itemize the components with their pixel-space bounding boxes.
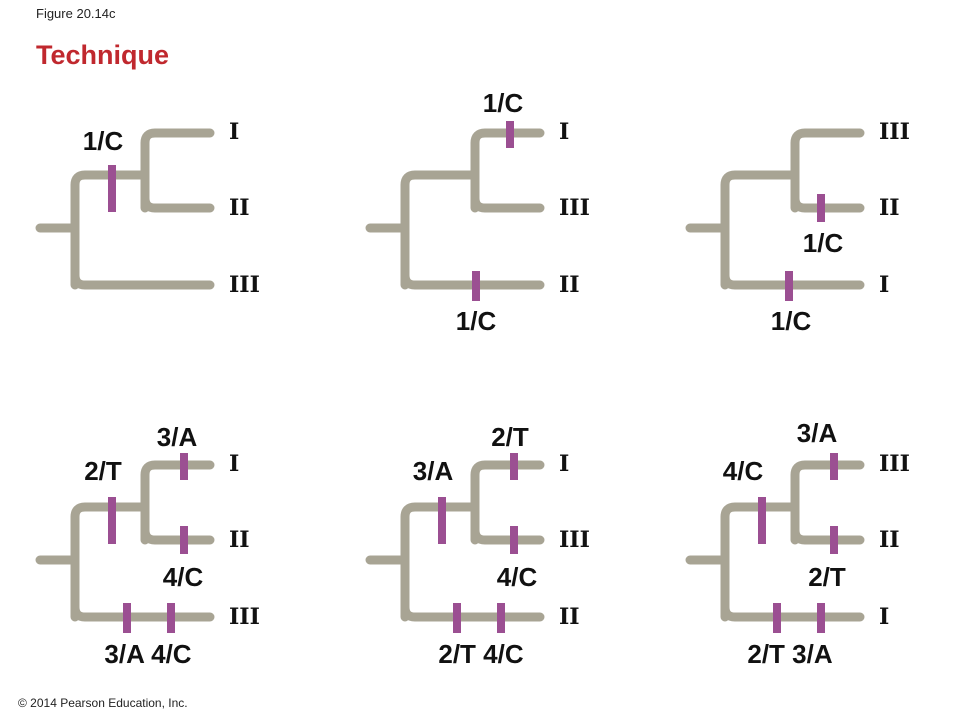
mutation-label: 2/T <box>84 456 122 486</box>
mutation-marker <box>123 603 131 633</box>
tip-label-2: II <box>879 195 900 221</box>
tree-branches <box>685 128 865 290</box>
tree-branches <box>365 128 545 290</box>
mutation-marker <box>497 603 505 633</box>
mutation-marker <box>180 526 188 554</box>
tip-label-2: II <box>879 527 900 553</box>
tip-label-3: I <box>879 604 889 630</box>
mutation-label: 2/T <box>808 562 846 592</box>
mutation-label: 4/C <box>723 456 764 486</box>
figure-label: Figure 20.14c <box>36 6 116 21</box>
mutation-marker <box>785 271 793 301</box>
mutation-label: 1/C <box>483 88 524 118</box>
tip-label-1: I <box>559 119 569 145</box>
tip-label-1: I <box>229 451 239 477</box>
mutation-marker <box>773 603 781 633</box>
mutation-marker <box>453 603 461 633</box>
tip-label-1: I <box>229 119 239 145</box>
mutation-marker <box>167 603 175 633</box>
mutation-marker <box>830 453 838 480</box>
copyright-notice: © 2014 Pearson Education, Inc. <box>18 696 188 710</box>
tip-label-2: III <box>559 527 590 553</box>
tip-label-1: III <box>879 451 910 477</box>
mutation-marker <box>758 497 766 544</box>
tip-label-2: II <box>229 527 250 553</box>
tree-branches <box>365 460 545 622</box>
mutation-label: 3/A 4/C <box>104 639 191 669</box>
mutation-label: 2/T 3/A <box>747 639 832 669</box>
mutation-marker <box>472 271 480 301</box>
mutation-marker <box>506 121 514 148</box>
tip-label-2: III <box>559 195 590 221</box>
tip-label-1: I <box>559 451 569 477</box>
tip-label-1: III <box>879 119 910 145</box>
mutation-marker <box>510 526 518 554</box>
mutation-label: 1/C <box>456 306 497 336</box>
mutation-marker <box>510 453 518 480</box>
mutation-label: 4/C <box>163 562 204 592</box>
mutation-label: 3/A <box>413 456 454 486</box>
mutation-label: 3/A <box>157 422 198 452</box>
mutation-marker <box>108 165 116 212</box>
tip-label-3: III <box>229 272 260 298</box>
tree-branches <box>685 460 865 622</box>
mutation-label: 1/C <box>83 126 124 156</box>
mutation-marker <box>817 603 825 633</box>
mutation-label: 1/C <box>803 228 844 258</box>
mutation-label: 2/T 4/C <box>438 639 523 669</box>
tip-label-3: II <box>559 272 580 298</box>
mutation-label: 1/C <box>771 306 812 336</box>
page-title: Technique <box>36 40 170 70</box>
tip-label-2: II <box>229 195 250 221</box>
tree-branches <box>35 128 215 290</box>
tree-branches <box>35 460 215 622</box>
mutation-marker <box>817 194 825 222</box>
tip-label-3: II <box>559 604 580 630</box>
tip-label-3: I <box>879 272 889 298</box>
mutation-label: 4/C <box>497 562 538 592</box>
mutation-marker <box>180 453 188 480</box>
tip-label-3: III <box>229 604 260 630</box>
mutation-marker <box>108 497 116 544</box>
mutation-marker <box>830 526 838 554</box>
mutation-label: 2/T <box>491 422 529 452</box>
mutation-label: 3/A <box>797 418 838 448</box>
mutation-marker <box>438 497 446 544</box>
